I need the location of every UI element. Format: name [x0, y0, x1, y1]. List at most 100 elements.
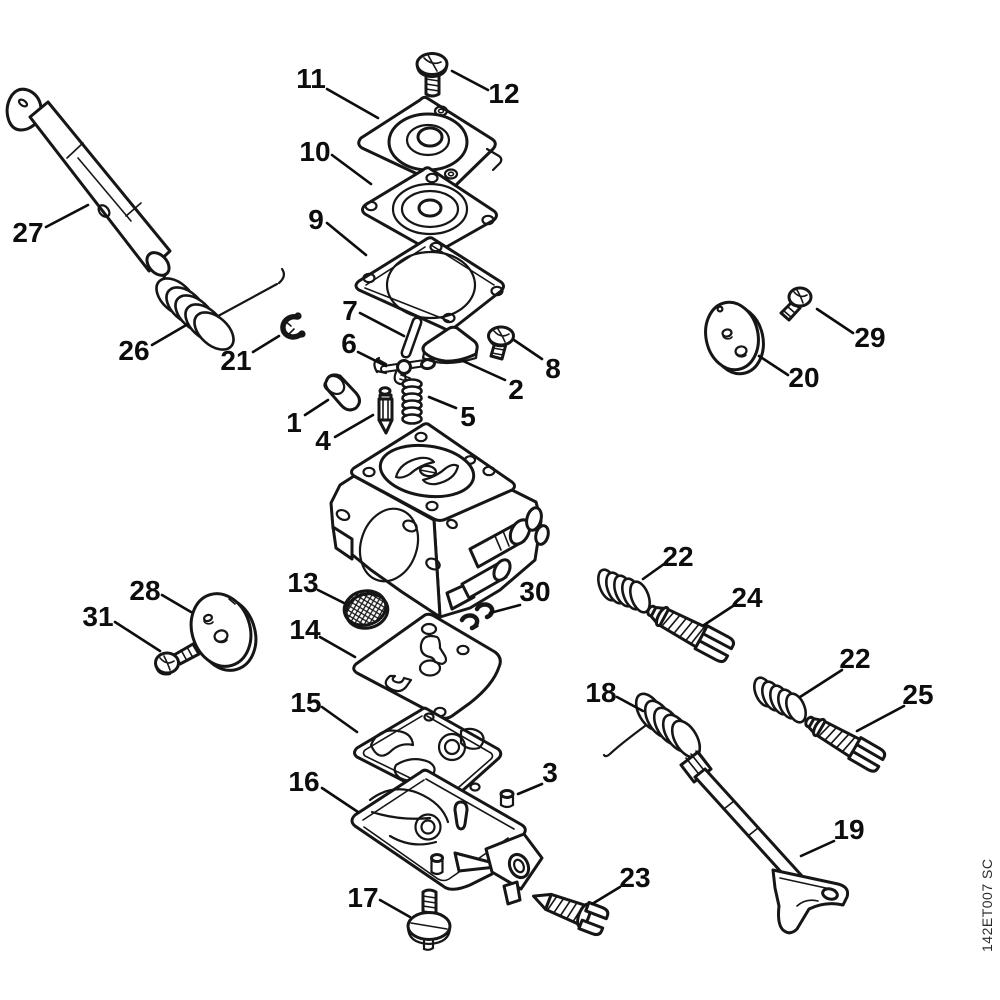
part-number-8: 8 — [545, 353, 561, 384]
part-18-spring — [602, 692, 702, 759]
part-number-17: 17 — [347, 882, 378, 913]
leader-line-30 — [488, 603, 522, 615]
label-group-12: 12 — [450, 69, 520, 109]
leader-line-15 — [320, 705, 359, 734]
part-4-needle-valve — [377, 386, 394, 435]
part-19-throttle-shaft — [679, 750, 850, 935]
part-number-31: 31 — [82, 601, 113, 632]
label-group-22a: 22 — [641, 541, 694, 581]
leader-line-14 — [318, 635, 357, 659]
part-number-9: 9 — [308, 204, 324, 235]
label-group-9: 9 — [308, 204, 368, 257]
part-16-pump-housing — [350, 768, 544, 906]
label-group-26: 26 — [118, 322, 190, 366]
leader-line-7 — [358, 311, 406, 338]
leader-line-4 — [333, 413, 375, 439]
leader-line-17 — [378, 898, 412, 919]
part-number-5: 5 — [460, 401, 476, 432]
label-group-24: 24 — [702, 582, 763, 627]
leader-line-31 — [113, 620, 162, 653]
part-number-15: 15 — [290, 687, 321, 718]
part-number-2: 2 — [508, 374, 524, 405]
parts-drawings — [5, 52, 887, 951]
part-7-pin — [400, 316, 423, 359]
label-group-30: 30 — [488, 576, 551, 615]
leader-line-11 — [325, 87, 380, 120]
part-3-plug — [499, 789, 515, 809]
part-25-adjusting-screw — [804, 715, 887, 773]
leader-line-23 — [590, 885, 622, 906]
label-group-27: 27 — [12, 203, 90, 248]
leader-line-13 — [316, 588, 346, 605]
label-group-8: 8 — [512, 338, 561, 384]
leader-line-6 — [356, 350, 388, 368]
label-group-11: 11 — [296, 63, 380, 120]
part-number-13: 13 — [287, 567, 318, 598]
leader-line-9 — [325, 221, 368, 257]
part-number-12: 12 — [488, 78, 519, 109]
label-group-3: 3 — [516, 757, 558, 796]
figure-code: 142ET007 SC — [979, 859, 995, 952]
label-group-21: 21 — [220, 334, 281, 376]
label-group-23: 23 — [590, 862, 651, 906]
label-group-17: 17 — [347, 882, 412, 919]
leader-line-19 — [799, 839, 836, 858]
part-number-11: 11 — [296, 63, 326, 94]
leader-line-24 — [702, 604, 735, 627]
part-number-22b: 22 — [839, 643, 870, 674]
part-number-20: 20 — [788, 362, 819, 393]
part-29-screw — [779, 286, 813, 322]
label-group-22b: 22 — [798, 643, 871, 699]
carburetor-body — [329, 422, 550, 619]
part-14-pump-diaphragm — [352, 612, 502, 720]
part-13-screen — [342, 589, 390, 630]
leader-line-18 — [615, 695, 645, 713]
part-number-27: 27 — [12, 217, 43, 248]
label-group-6: 6 — [341, 328, 388, 368]
leader-line-16 — [320, 786, 360, 814]
label-group-4: 4 — [315, 413, 375, 456]
leader-line-29 — [815, 307, 855, 335]
leader-line-22a — [641, 562, 666, 581]
label-group-28: 28 — [129, 575, 193, 614]
part-17-screw — [406, 888, 452, 951]
part-9-gasket — [354, 236, 505, 332]
part-8-screw — [487, 325, 515, 361]
part-27-shaft — [5, 87, 172, 277]
leader-line-2 — [461, 359, 507, 382]
part-24-adjusting-screw — [646, 604, 736, 664]
part-number-26: 26 — [118, 335, 149, 366]
leader-line-1 — [303, 398, 330, 417]
label-group-5: 5 — [427, 395, 476, 432]
leader-line-28 — [160, 593, 193, 614]
label-group-14: 14 — [289, 614, 357, 659]
leader-line-22b — [798, 668, 844, 699]
part-number-1: 1 — [286, 407, 302, 438]
leader-line-5 — [427, 395, 458, 410]
part-1-plug — [323, 373, 361, 412]
label-group-10: 10 — [299, 136, 373, 186]
label-group-16: 16 — [288, 766, 360, 814]
part-number-28: 28 — [129, 575, 160, 606]
part-number-25: 25 — [902, 679, 933, 710]
part-22a-spring — [597, 568, 651, 614]
part-number-21: 21 — [220, 345, 251, 376]
label-group-31: 31 — [82, 601, 162, 653]
part-26-spring — [155, 267, 286, 351]
part-31-screw — [154, 642, 201, 676]
part-number-19: 19 — [833, 814, 864, 845]
label-group-20: 20 — [757, 354, 820, 393]
label-group-2: 2 — [461, 359, 524, 405]
leader-line-27 — [44, 203, 90, 229]
leader-line-3 — [516, 782, 544, 796]
label-group-15: 15 — [290, 687, 359, 734]
leader-line-20 — [757, 354, 790, 377]
part-2-wedge — [421, 325, 479, 365]
part-11-cover — [357, 95, 503, 190]
part-30-clip — [459, 602, 495, 631]
part-number-16: 16 — [288, 766, 319, 797]
label-group-13: 13 — [287, 567, 346, 605]
